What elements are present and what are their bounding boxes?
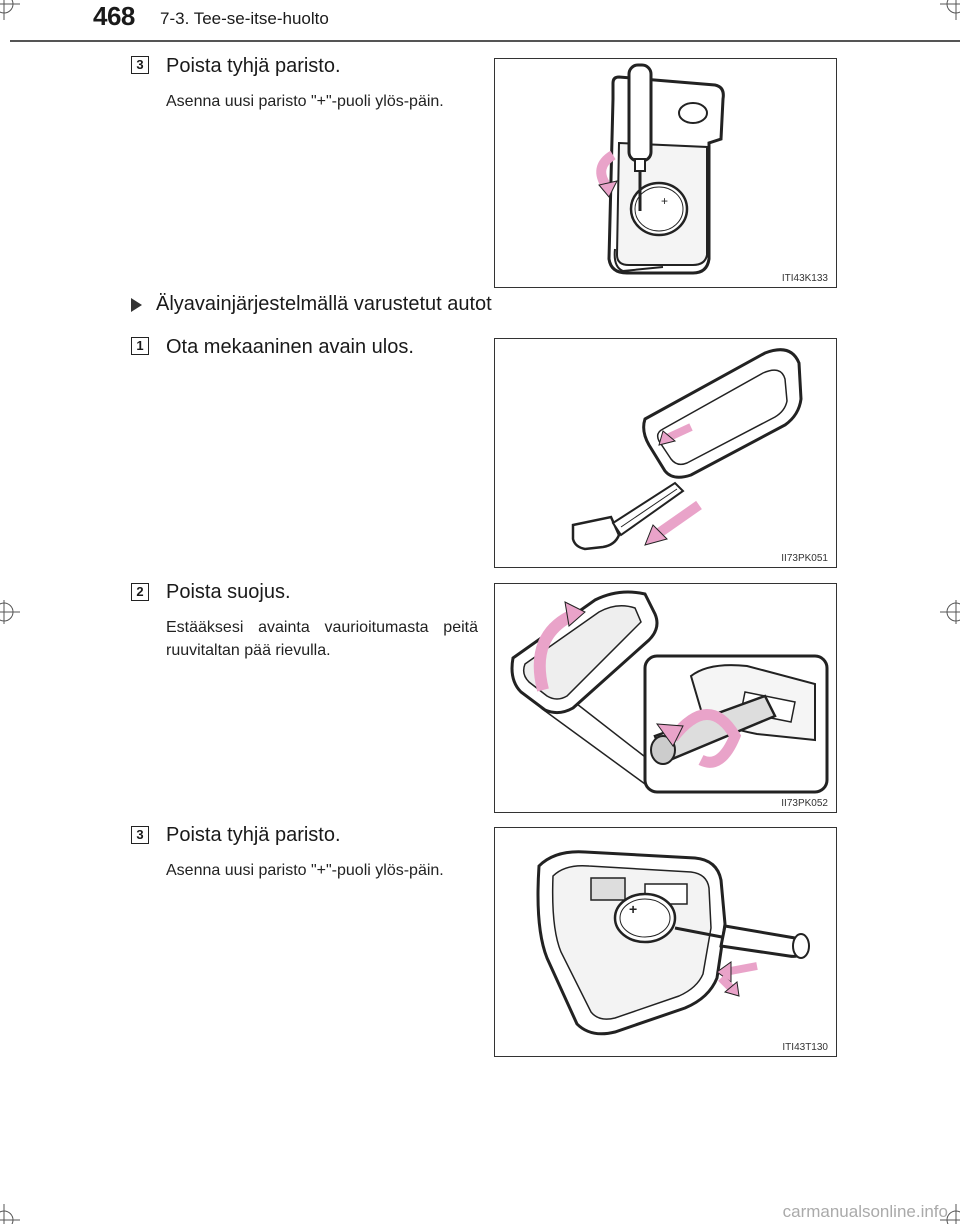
step-badge: 2 [131, 583, 149, 601]
plus-symbol: + [629, 901, 637, 917]
watermark: carmanualsonline.info [782, 1202, 948, 1221]
step-description: Asenna uusi paristo "+"-puoli ylös-päin. [166, 93, 444, 110]
crop-mark-top-right [936, 0, 960, 24]
step-badge: 1 [131, 337, 149, 355]
step-badge: 3 [131, 826, 149, 844]
plus-symbol: + [661, 194, 668, 208]
step-title: Poista tyhjä paristo. [166, 55, 341, 77]
figure-battery-removal-conventional-key: + ITI43K133 [494, 58, 837, 288]
step-description: Asenna uusi paristo "+"-puoli ylös-päin. [166, 862, 444, 879]
page-number: 468 [93, 1, 135, 31]
bullet-triangle-icon [131, 297, 142, 312]
crop-mark-bottom-right [936, 1200, 960, 1224]
crop-mark-mid-left [0, 598, 24, 626]
crop-mark-mid-right [936, 598, 960, 626]
subheading-smart-key: Älyavainjärjestelmällä varustetut autot [131, 293, 492, 316]
figure-code: II73PK052 [781, 798, 828, 809]
section-title: 7-3. Tee-se-itse-huolto [160, 9, 329, 28]
crop-mark-bottom-left [0, 1200, 24, 1224]
figure-code: ITI43K133 [781, 273, 828, 284]
step-title: Poista tyhjä paristo. [166, 824, 341, 846]
step-description: Estääksesi avainta vaurioitumasta peitä … [166, 619, 478, 659]
subheading-text: Älyavainjärjestelmällä varustetut autot [156, 293, 492, 315]
header-rule [10, 40, 960, 42]
step-badge: 3 [131, 56, 149, 74]
step-title: Ota mekaaninen avain ulos. [166, 336, 414, 358]
figure-code: II73PK051 [781, 553, 828, 564]
step-title: Poista suojus. [166, 581, 291, 603]
figure-remove-cover: II73PK052 [494, 583, 837, 813]
figure-battery-removal-smart-key: + ITI43T130 [494, 827, 837, 1057]
figure-remove-mechanical-key: II73PK051 [494, 338, 837, 568]
figure-code: ITI43T130 [782, 1042, 828, 1053]
crop-mark-top-left [0, 0, 24, 24]
